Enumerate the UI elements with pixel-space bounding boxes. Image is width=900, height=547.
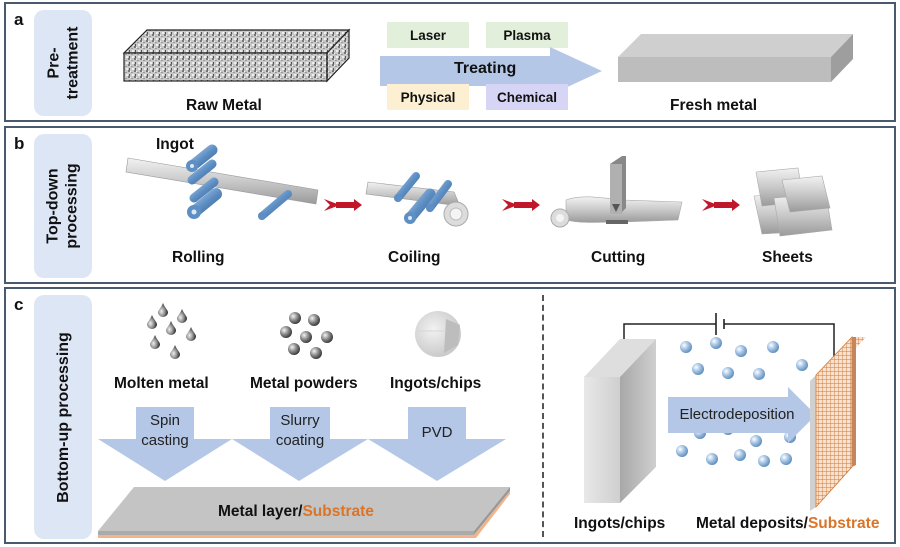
section-divider xyxy=(542,295,544,537)
side-label-pretreatment: Pre- treatment xyxy=(34,10,92,116)
side-label-bottom-up: Bottom-up processing xyxy=(34,295,92,539)
cathode-substrate-mesh xyxy=(810,335,866,511)
coiling-illustration xyxy=(365,172,469,227)
source-ingots-chips-label: Ingots/chips xyxy=(390,375,482,392)
method-chemical: Chemical xyxy=(486,84,568,110)
red-arrow-icon xyxy=(702,199,740,211)
cathode-label: Metal deposits/Substrate xyxy=(696,515,880,532)
metal-layer-label: Metal layer/Substrate xyxy=(218,503,374,520)
molten-metal-drops-icon xyxy=(147,303,196,359)
red-arrow-icon xyxy=(502,199,540,211)
step-sheets-label: Sheets xyxy=(762,249,813,266)
treating-arrow xyxy=(380,47,602,95)
panel-letter-c: c xyxy=(14,295,24,314)
method-laser: Laser xyxy=(387,22,469,48)
step-coiling-label: Coiling xyxy=(388,249,441,266)
rolling-illustration xyxy=(125,144,319,220)
step-cutting-label: Cutting xyxy=(591,249,646,266)
process-pvd: PVD xyxy=(421,424,453,441)
fresh-metal-block xyxy=(618,34,853,82)
anode-ingot-block xyxy=(584,339,656,503)
fresh-metal-label: Fresh metal xyxy=(670,97,758,114)
treating-label: Treating xyxy=(454,60,517,77)
arrow-pvd xyxy=(368,407,506,481)
step-rolling-label: Rolling xyxy=(172,249,225,266)
electrodeposition-label: Electrodeposition xyxy=(679,406,795,423)
method-plasma: Plasma xyxy=(486,22,568,48)
metal-powders-icon xyxy=(280,312,333,359)
anode-label: Ingots/chips xyxy=(574,515,666,532)
panel-pretreatment: a Pre- treatment Raw Metal Laser Plasma … xyxy=(4,2,896,122)
arrow-slurry-coating xyxy=(232,407,368,481)
panel-letter-a: a xyxy=(14,10,24,29)
process-arrows xyxy=(98,407,506,481)
panel-top-down: b Top-down processing Ingot Rolling xyxy=(4,126,896,284)
ingot-label: Ingot xyxy=(156,136,194,153)
side-label-line1: Top-down xyxy=(45,168,63,244)
side-label-line2: treatment xyxy=(64,26,81,100)
method-physical: Physical xyxy=(387,84,469,110)
panel-bottom-up: c Bottom-up processing xyxy=(4,287,896,544)
side-label-text: Bottom-up processing xyxy=(54,331,72,503)
panel-letter-b: b xyxy=(14,134,25,153)
sheets-illustration xyxy=(753,167,833,237)
side-label-top-down: Top-down processing xyxy=(34,134,92,278)
source-metal-powders-label: Metal powders xyxy=(250,375,358,392)
process-spin-casting: Spin casting xyxy=(141,412,189,449)
source-molten-metal-label: Molten metal xyxy=(114,375,209,392)
electrodeposition-arrow xyxy=(668,387,816,443)
red-arrow-icon xyxy=(324,199,362,211)
side-label-line1: Pre- xyxy=(45,47,62,79)
process-slurry-coating: Slurry coating xyxy=(275,412,325,449)
metal-layer-substrate-slab xyxy=(98,487,510,538)
cutting-illustration xyxy=(550,156,683,228)
arrow-spin-casting xyxy=(98,407,232,481)
ingot-chip-icon xyxy=(415,311,461,357)
side-label-line2: processing xyxy=(64,163,82,249)
raw-metal-block xyxy=(122,28,351,83)
raw-metal-label: Raw Metal xyxy=(186,97,262,114)
